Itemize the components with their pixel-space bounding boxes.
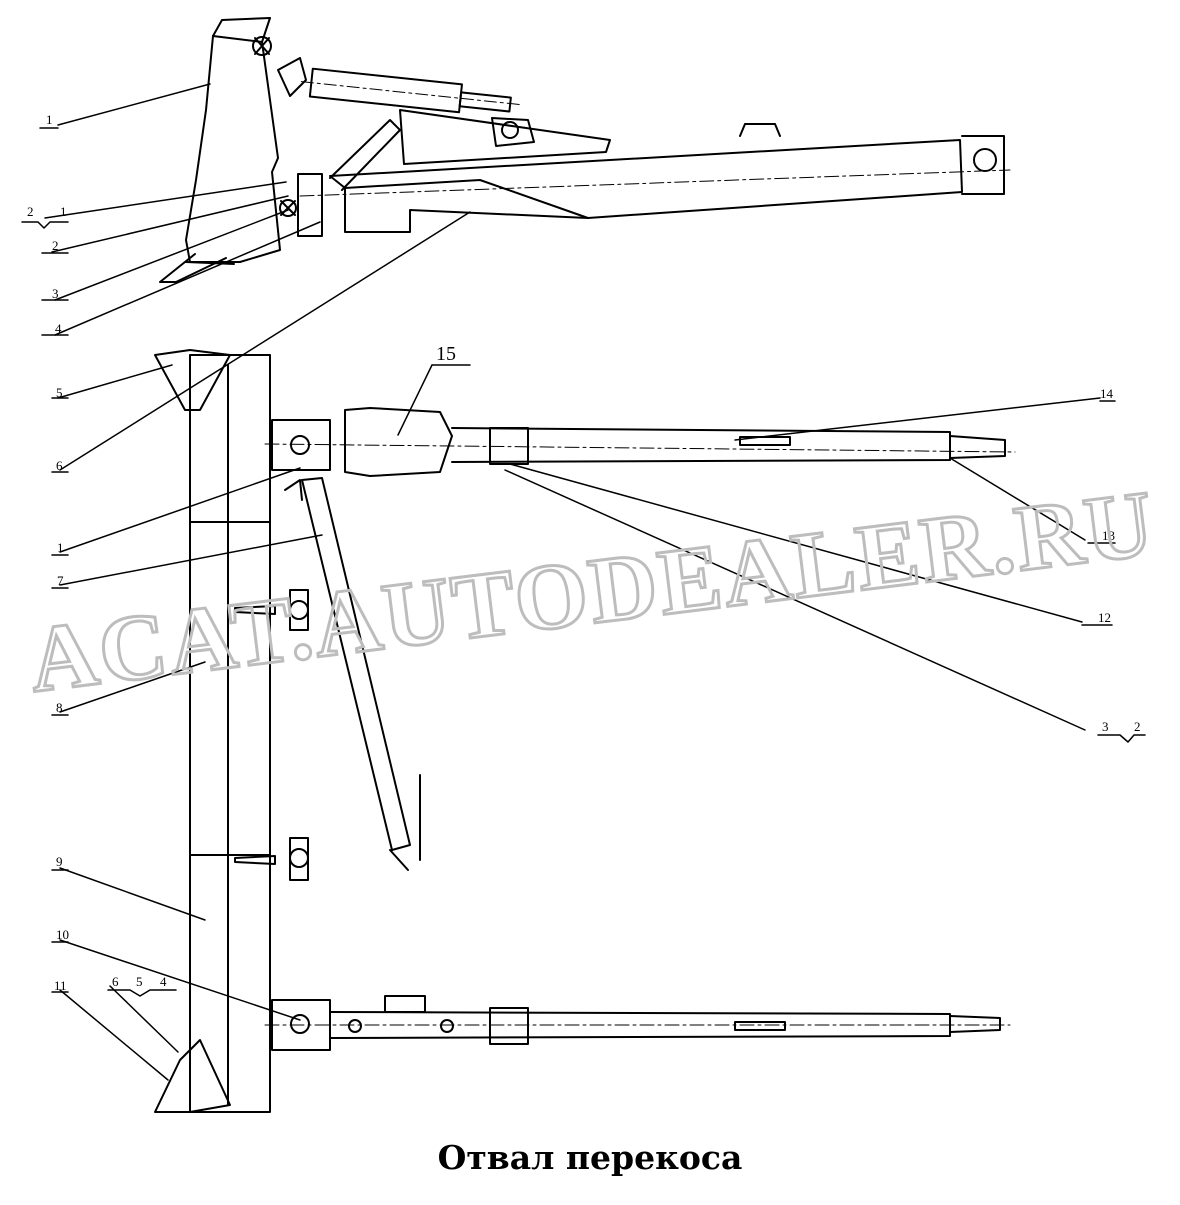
callout-12: 12 xyxy=(1098,610,1111,625)
callout-5: 5 xyxy=(56,385,63,400)
lug-lower xyxy=(234,837,309,881)
callout-11: 11 xyxy=(54,978,67,993)
callout-labels: 1 2 1 2 3 4 5 6 1 7 8 9 10 11 6 5 4 12 1… xyxy=(27,112,1141,993)
upper-brace xyxy=(399,109,611,165)
watermark-text: ACAT.AUTODEALER.RU xyxy=(24,471,1161,695)
end-bit-lower xyxy=(154,1039,231,1113)
diagonal-brace xyxy=(301,477,411,851)
lower-push-arm xyxy=(271,999,331,1051)
callout-2-1-b: 1 xyxy=(60,204,67,219)
blade-side-plate xyxy=(185,35,281,263)
callout-13: 13 xyxy=(1102,528,1115,543)
side-view xyxy=(159,17,1011,283)
tilt-cylinder xyxy=(300,67,521,114)
callout-1-mid: 1 xyxy=(57,540,64,555)
trunnion-joint xyxy=(961,135,1005,195)
callout-1-top: 1 xyxy=(46,112,53,127)
callout-4: 4 xyxy=(55,321,62,336)
cutting-edge xyxy=(159,253,227,283)
callout-14: 14 xyxy=(1100,386,1114,401)
callout-3-2-a: 3 xyxy=(1102,719,1109,734)
callout-9: 9 xyxy=(56,854,63,869)
upper-push-arm xyxy=(271,419,331,471)
diagram-caption: Отвал перекоса xyxy=(437,1138,743,1177)
leader-lines xyxy=(21,83,1146,1081)
callout-6: 6 xyxy=(56,458,63,473)
callout-6-5-4-a: 6 xyxy=(112,974,119,989)
callout-3-2-b: 2 xyxy=(1134,719,1141,734)
end-bit-upper xyxy=(154,349,231,411)
watermark: ACAT.AUTODEALER.RU xyxy=(22,470,1162,695)
callout-6-5-4-c: 4 xyxy=(160,974,167,989)
callout-7: 7 xyxy=(57,573,64,588)
callout-6-5-4-b: 5 xyxy=(136,974,143,989)
callout-15: 15 xyxy=(436,343,456,365)
lug-upper xyxy=(234,589,309,631)
callout-2-top: 2 xyxy=(52,238,59,253)
callout-8: 8 xyxy=(56,700,63,715)
pitch-cylinder xyxy=(344,407,453,477)
push-arm xyxy=(329,139,963,219)
callout-2-1-a: 2 xyxy=(27,204,34,219)
callout-3-top: 3 xyxy=(52,286,59,301)
callout-10: 10 xyxy=(56,927,69,942)
